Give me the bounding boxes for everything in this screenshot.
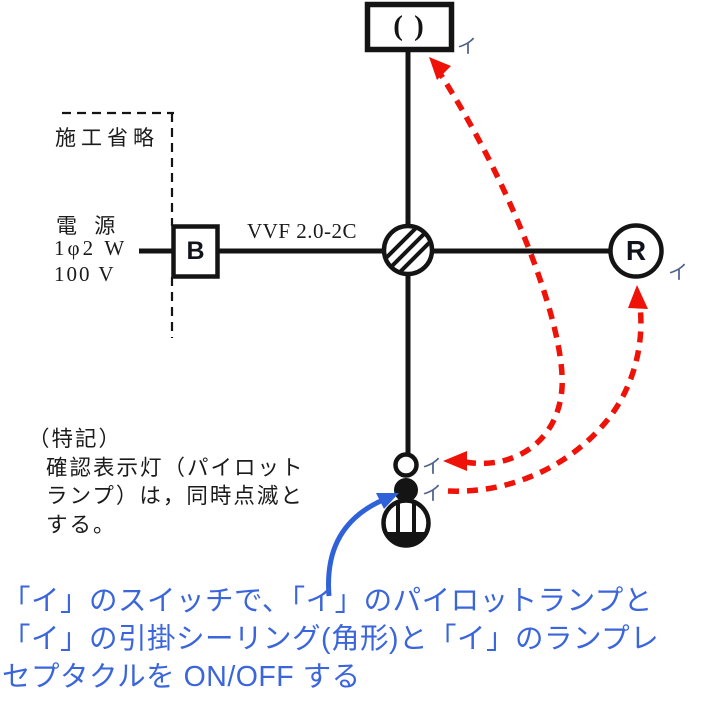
caption-line3: セプタクルを ON/OFF する — [2, 661, 361, 693]
outlet-symbol — [381, 498, 431, 548]
cable-label: VVF 2.0-2C — [247, 219, 358, 243]
i-label-ceiling: イ — [457, 36, 477, 58]
junction-box-symbol — [381, 223, 435, 277]
blue-arrow-caption-to-switch — [326, 493, 399, 597]
note-line1: （特記） — [28, 427, 123, 451]
ceiling-rose-symbol — [364, 1, 455, 53]
omitted-region-border — [62, 111, 174, 338]
ceiling-rose-glyph: ( ) — [393, 10, 426, 42]
note-line4: する。 — [46, 512, 117, 537]
note-line3: ランプ）は，同時点滅と — [46, 484, 304, 508]
i-label-receptacle: イ — [668, 262, 688, 284]
special-note: （特記） 確認表示灯（パイロット ランプ）は，同時点滅と する。 — [28, 425, 305, 539]
switch-symbol — [394, 478, 418, 502]
power-source-line3: 100 V — [54, 262, 116, 286]
red-arrowhead-pilot-icon — [443, 451, 467, 471]
breaker-symbol — [171, 224, 220, 279]
red-arrowhead-receptacle-icon — [628, 285, 648, 309]
lamp-receptacle-symbol — [608, 223, 664, 279]
red-arrow-switch-to-receptacle — [447, 285, 648, 494]
red-arrow-pilot-to-ceiling — [429, 57, 565, 471]
blue-arrowhead-icon — [376, 493, 399, 509]
pilot-lamp-symbol — [393, 452, 419, 478]
red-arrowhead-ceiling-icon — [429, 57, 451, 80]
i-label-pilot: イ — [422, 456, 442, 478]
power-source-line2: 1φ2 W — [54, 236, 128, 260]
note-line2: 確認表示灯（パイロット — [46, 455, 305, 480]
power-source-line1: 電 源 — [56, 214, 122, 238]
caption-line1: 「イ」のスイッチで、「イ」のパイロットランプと — [2, 585, 653, 617]
explanation-caption: 「イ」のスイッチで、「イ」のパイロットランプと 「イ」の引掛シーリング(角形)と… — [2, 582, 659, 696]
caption-line2: 「イ」の引掛シーリング(角形)と「イ」のランプレ — [2, 623, 660, 655]
breaker-letter: B — [186, 237, 205, 265]
omitted-region-label: 施工省略 — [55, 126, 159, 150]
receptacle-letter: R — [625, 235, 647, 266]
i-label-switch: イ — [422, 483, 442, 505]
wires — [139, 48, 612, 456]
